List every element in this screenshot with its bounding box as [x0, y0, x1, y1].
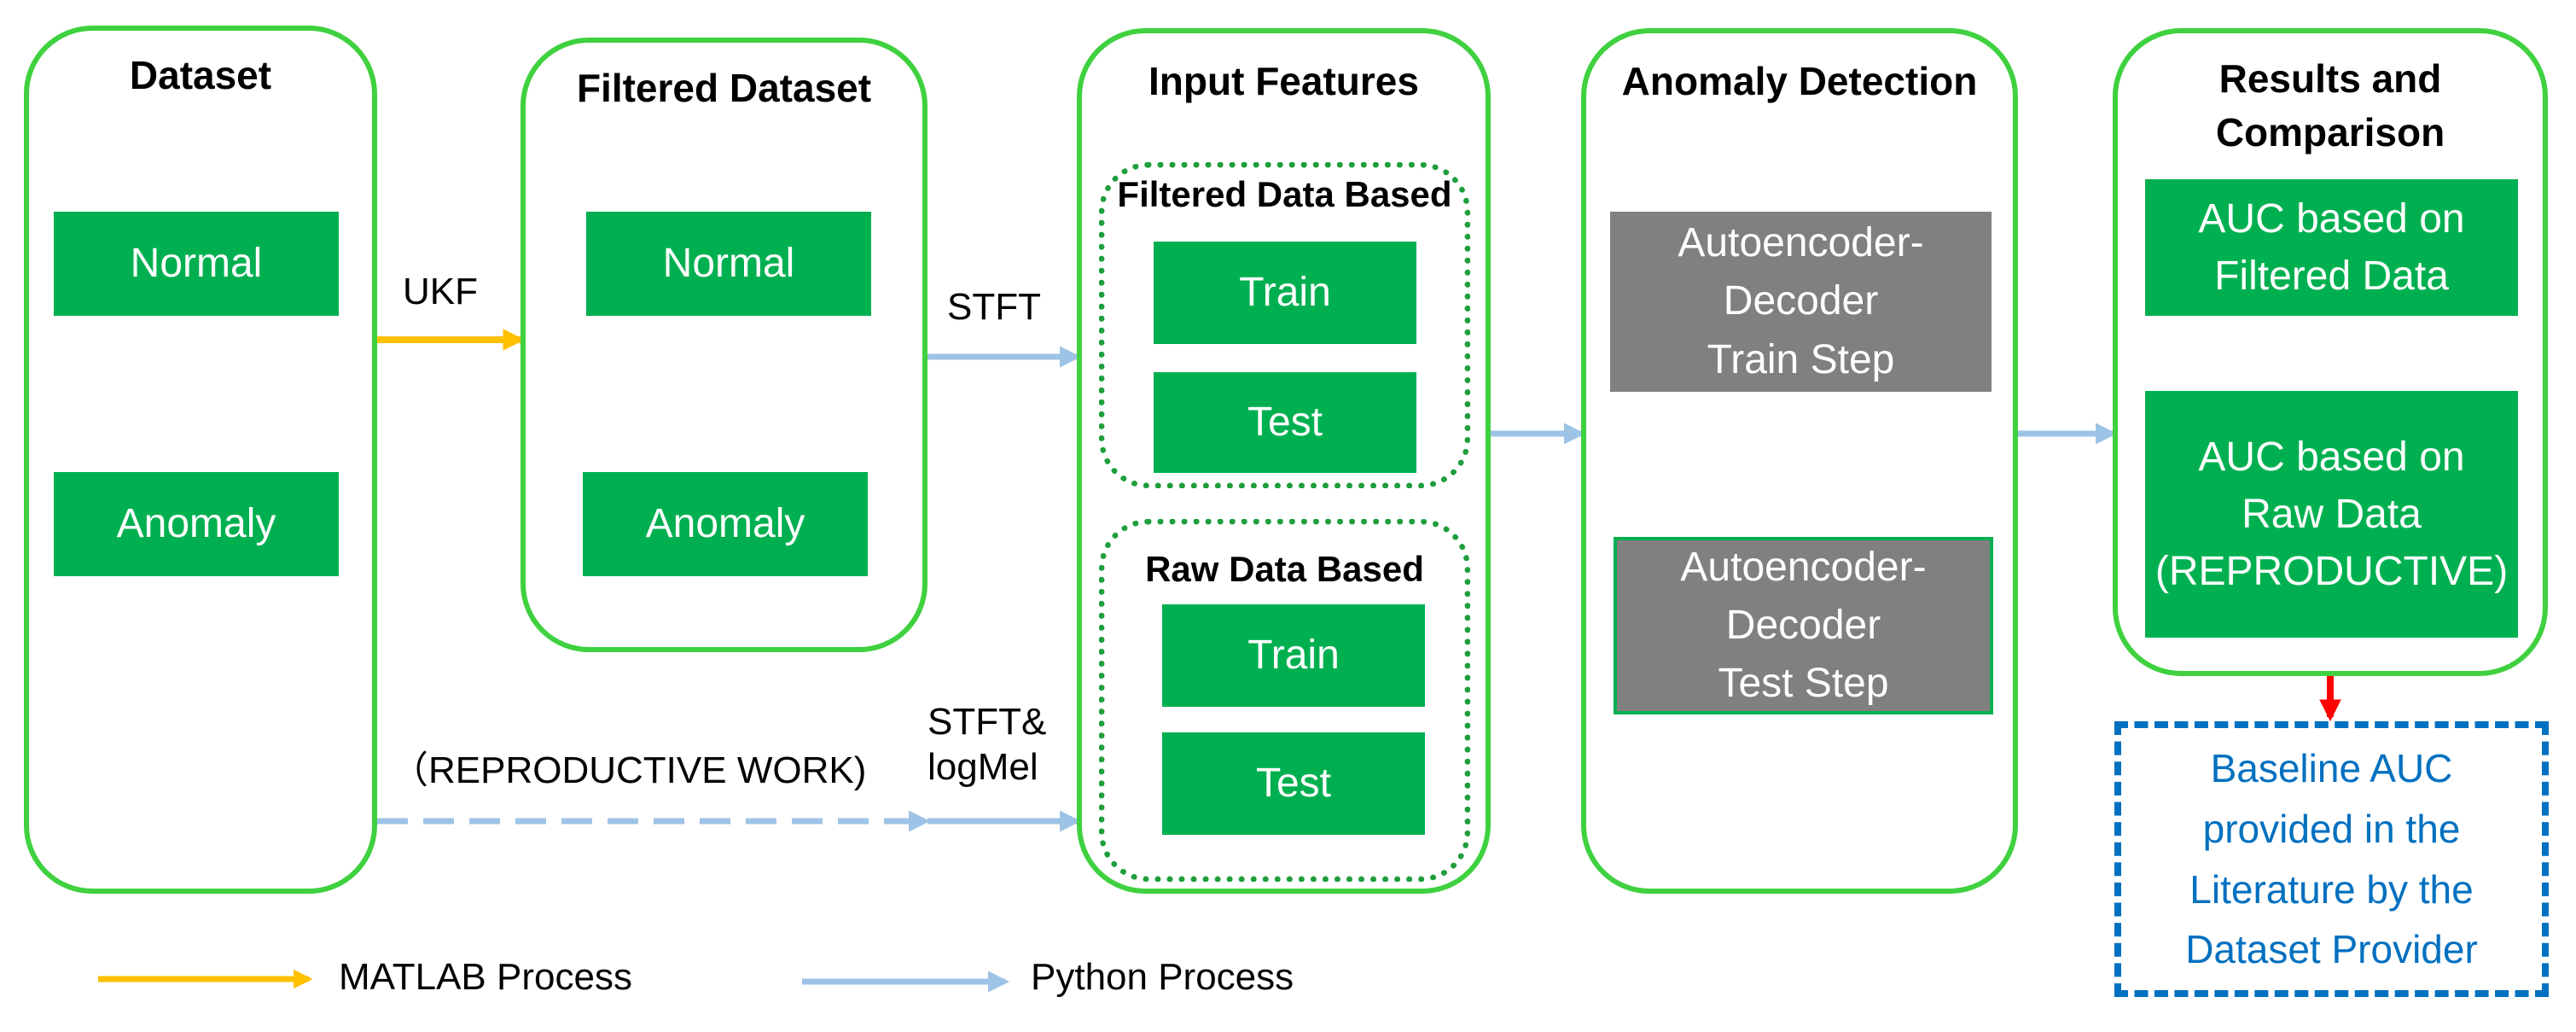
dataset-panel	[24, 26, 377, 894]
raw-train-box: Train	[1162, 604, 1425, 707]
stft-logmel-label: STFT& logMel	[927, 701, 1047, 788]
auc-filtered-box: AUC based on Filtered Data	[2145, 179, 2518, 316]
filtered-normal-box: Normal	[586, 212, 871, 316]
raw-data-based-group	[1099, 519, 1470, 882]
input-features-title: Input Features	[1148, 58, 1419, 103]
ukf-label: UKF	[403, 271, 478, 312]
baseline-auc-box: Baseline AUC provided in the Literature …	[2114, 721, 2549, 997]
filtered-test-box: Test	[1154, 372, 1416, 473]
legend-python-label: Python Process	[1031, 956, 1294, 998]
raw-data-based-title: Raw Data Based	[1145, 548, 1424, 589]
anomaly-detection-title: Anomaly Detection	[1621, 58, 1978, 103]
dataset-anomaly-box: Anomaly	[54, 472, 339, 576]
raw-test-box: Test	[1162, 732, 1425, 835]
dataset-title: Dataset	[129, 52, 272, 97]
autoencoder-test-step-box: Autoencoder- Decoder Test Step	[1614, 537, 1993, 714]
filtered-data-based-group	[1099, 162, 1470, 488]
stft-label: STFT	[947, 286, 1041, 328]
autoencoder-train-step-box: Autoencoder- Decoder Train Step	[1610, 212, 1992, 392]
anomaly-detection-panel	[1581, 28, 2018, 894]
filtered-train-box: Train	[1154, 242, 1416, 344]
filtered-anomaly-box: Anomaly	[583, 472, 868, 576]
auc-raw-box: AUC based on Raw Data (REPRODUCTIVE)	[2145, 391, 2518, 638]
dataset-normal-box: Normal	[54, 212, 339, 316]
filtered-dataset-title: Filtered Dataset	[576, 65, 872, 110]
legend-matlab-label: MATLAB Process	[339, 956, 632, 998]
reproductive-work-label: （REPRODUCTIVE WORK)	[391, 749, 867, 791]
results-comparison-title: Results and Comparison	[2215, 55, 2445, 155]
filtered-data-based-title: Filtered Data Based	[1117, 173, 1452, 214]
